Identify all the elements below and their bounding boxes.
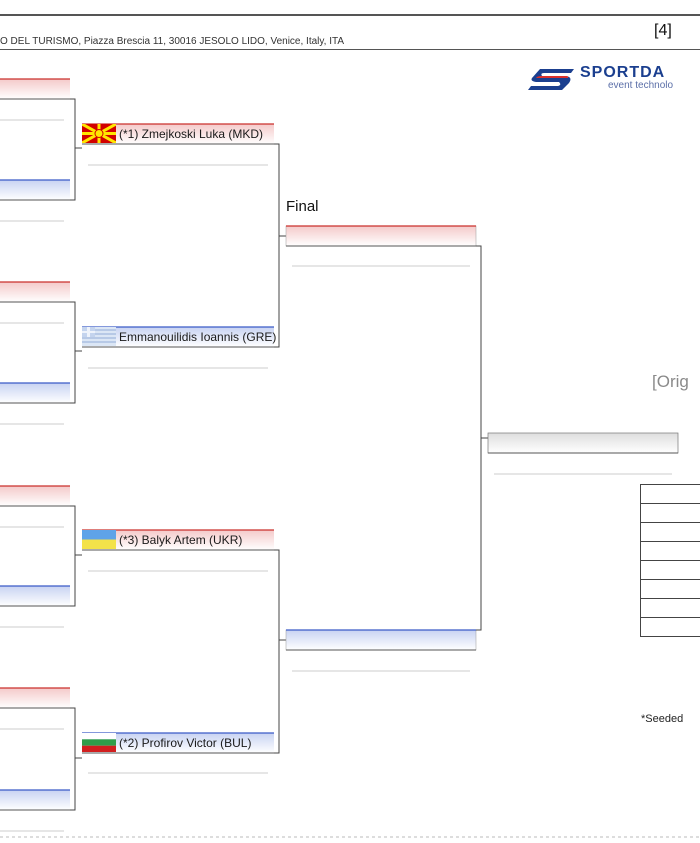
footer-rule bbox=[0, 836, 700, 838]
results-row bbox=[641, 485, 700, 504]
player-name-emmanouilidis: Emmanouilidis Ioannis (GRE) bbox=[119, 330, 277, 344]
gre-flag-icon bbox=[82, 327, 116, 346]
round1-slots bbox=[0, 78, 70, 832]
round2-connectors bbox=[274, 143, 286, 754]
page-number: [4] bbox=[654, 22, 672, 39]
logo-tagline: event technolo bbox=[608, 80, 674, 91]
player-name-profirov: (*2) Profirov Victor (BUL) bbox=[119, 736, 252, 750]
results-table bbox=[640, 484, 700, 637]
player-name-balyk: (*3) Balyk Artem (UKR) bbox=[119, 533, 243, 547]
header-top-rule bbox=[0, 14, 700, 16]
logo-brand-text: SPORTDA bbox=[580, 64, 666, 81]
mkd-flag-icon bbox=[82, 124, 116, 143]
results-row bbox=[641, 542, 700, 561]
ukr-flag-icon bbox=[82, 530, 116, 549]
results-row bbox=[641, 504, 700, 523]
results-row bbox=[641, 599, 700, 618]
sportdata-logo-icon bbox=[528, 69, 574, 90]
original-watermark: [Orig bbox=[652, 372, 689, 391]
results-row bbox=[641, 580, 700, 599]
round1-connectors bbox=[70, 98, 82, 811]
results-row bbox=[641, 618, 700, 637]
round-label-final: Final bbox=[286, 198, 319, 215]
winner-slot bbox=[487, 432, 679, 475]
round3-slots bbox=[285, 225, 477, 672]
bul-flag-icon bbox=[82, 733, 116, 752]
results-row bbox=[641, 561, 700, 580]
header-bottom-rule bbox=[0, 49, 700, 50]
venue-address: O DEL TURISMO, Piazza Brescia 11, 30016 … bbox=[0, 36, 345, 47]
seeded-footnote: *Seeded bbox=[641, 713, 684, 725]
final-connector bbox=[476, 245, 488, 631]
results-row bbox=[641, 523, 700, 542]
round2-slots bbox=[82, 123, 274, 774]
player-name-zmejkoski: (*1) Zmejkoski Luka (MKD) bbox=[119, 127, 264, 141]
